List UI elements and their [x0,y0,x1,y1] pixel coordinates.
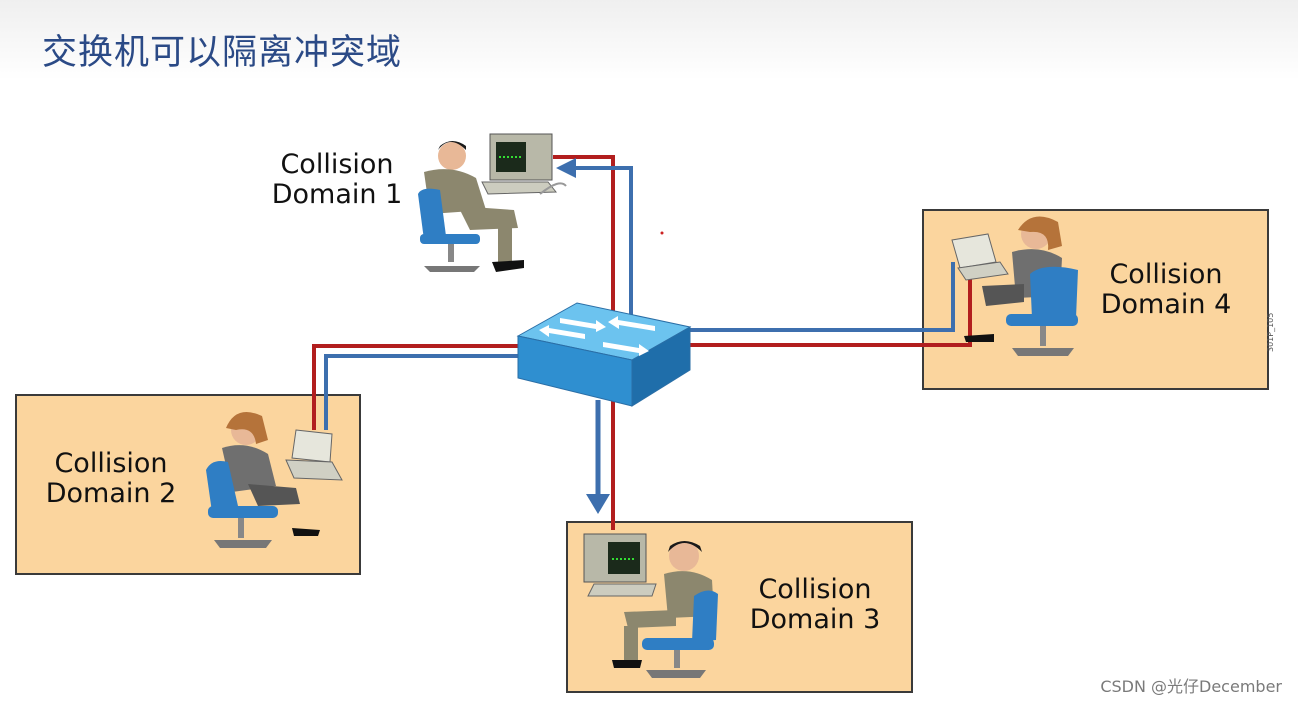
user-domain-3-icon [583,533,718,678]
watermark: CSDN @光仔December [1100,677,1282,696]
domain-2-box [15,394,361,575]
link-domain-2 [312,344,520,430]
domain-3-label-line1: Collision [758,574,872,605]
domain-3-label-line2: Domain 3 [749,604,881,635]
slide-title: 交换机可以隔离冲突域 [42,33,403,73]
stray-dot [660,231,664,235]
header-band [0,0,1298,80]
domain-2-label-line2: Domain 2 [45,478,177,509]
domain-2-label-line1: Collision [54,448,168,479]
user-domain-2-icon [206,412,343,548]
arrow-to-domain-1 [556,158,576,178]
user-domain-1-icon [418,133,567,272]
domain-4-label-line2: Domain 4 [1100,289,1232,320]
side-code: 301P_105 [1266,312,1275,352]
domain-1-label-line1: Collision [280,149,394,180]
link-domain-3 [586,400,615,530]
link-domain-1 [553,155,633,322]
domain-4-label: Collision Domain 4 [1091,260,1241,320]
user-domain-4-icon [951,216,1078,356]
domain-1-label-line2: Domain 1 [271,179,403,210]
switch-icon [516,302,692,407]
domain-1-label: Collision Domain 1 [262,150,412,210]
domain-2-label: Collision Domain 2 [36,449,186,509]
domain-3-label: Collision Domain 3 [740,575,890,635]
link-domain-4 [686,262,972,347]
arrow-to-domain-3 [586,494,610,514]
domain-4-label-line1: Collision [1109,259,1223,290]
